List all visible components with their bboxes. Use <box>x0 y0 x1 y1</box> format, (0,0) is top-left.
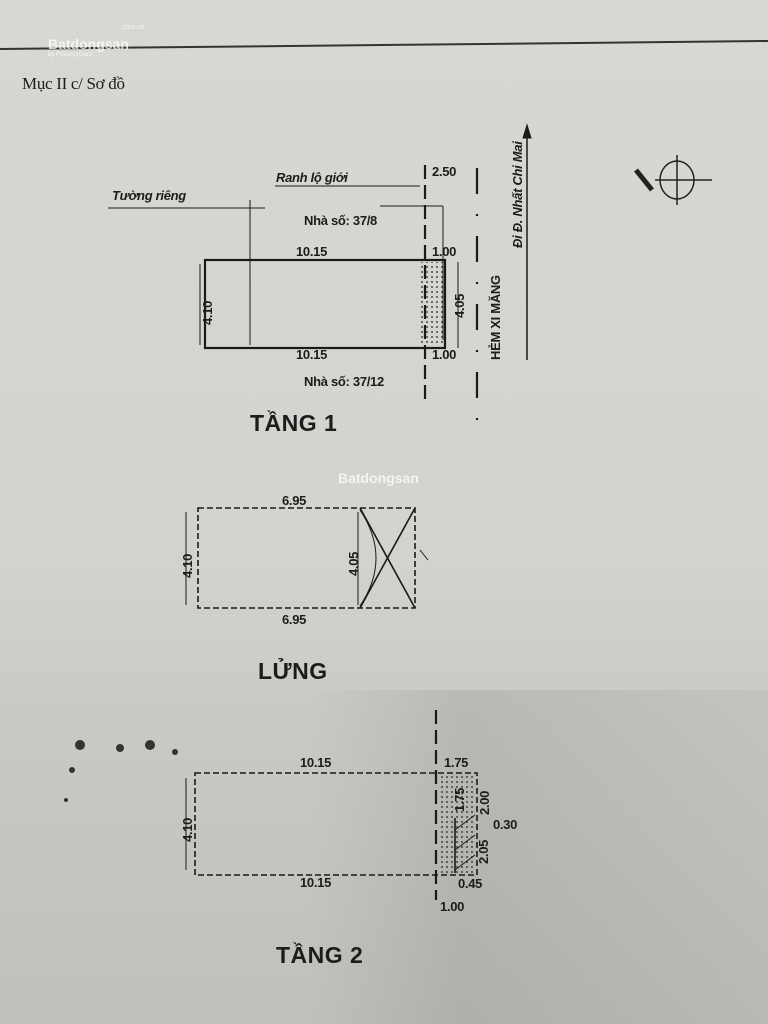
wall-label: Tường riêng <box>112 188 186 203</box>
floor2-title: TẦNG 2 <box>276 942 364 968</box>
floor1-top-length: 10.15 <box>296 244 328 259</box>
floor2-balcony-depth: 1.75 <box>452 787 467 812</box>
floor2-top-extra: 1.75 <box>444 755 469 770</box>
floor2-left-width: 4.10 <box>180 817 195 842</box>
floor2-plan <box>185 710 478 900</box>
section-title: Mục II c/ Sơ đồ <box>22 74 125 93</box>
page-border-line <box>0 40 768 50</box>
floor1-plan <box>108 123 532 425</box>
floor2-bottom-setback: 1.00 <box>440 899 465 914</box>
mezz-bottom-length: 6.95 <box>282 612 307 627</box>
mezzanine-plan <box>185 507 429 609</box>
floor2-lower-width: 2.05 <box>476 839 491 864</box>
mezz-left-width: 4.10 <box>180 553 195 578</box>
boundary-label: Ranh lộ giới <box>276 170 348 185</box>
floor2-bottom-length: 10.15 <box>300 875 332 890</box>
floor1-right-width: 4.05 <box>452 293 467 318</box>
mezzanine-title: LỬNG <box>258 658 328 684</box>
mezz-top-length: 6.95 <box>282 493 307 508</box>
photo-shadow <box>0 690 768 1024</box>
watermark-domain: .com.vn <box>120 24 145 31</box>
floor1-bottom-extra: 1.00 <box>432 347 457 362</box>
floor1-bottom-length: 10.15 <box>296 347 328 362</box>
watermark-center: Batdongsan <box>338 470 419 486</box>
house-number-bottom: Nhà số: 37/12 <box>304 374 384 389</box>
alley-label: HẺM XI MĂNG <box>488 275 503 360</box>
floor2-top-length: 10.15 <box>300 755 332 770</box>
floor1-title: TẦNG 1 <box>250 410 338 436</box>
floor2-bottom-extra: 0.45 <box>458 876 483 891</box>
north-arrow-icon <box>634 155 712 205</box>
floor1-top-extra: 1.00 <box>432 244 457 259</box>
floor2-balcony-width: 2.00 <box>477 790 492 815</box>
direction-label: Đi Đ. Nhất Chi Mai <box>510 141 525 248</box>
mezz-right-width: 4.05 <box>346 551 361 576</box>
floor1-left-width: 4.10 <box>200 300 215 325</box>
house-number-top: Nhà số: 37/8 <box>304 213 377 228</box>
ink-stain <box>64 740 178 802</box>
floor2-offset: 0.30 <box>493 817 518 832</box>
setback-dim: 2.50 <box>432 164 457 179</box>
